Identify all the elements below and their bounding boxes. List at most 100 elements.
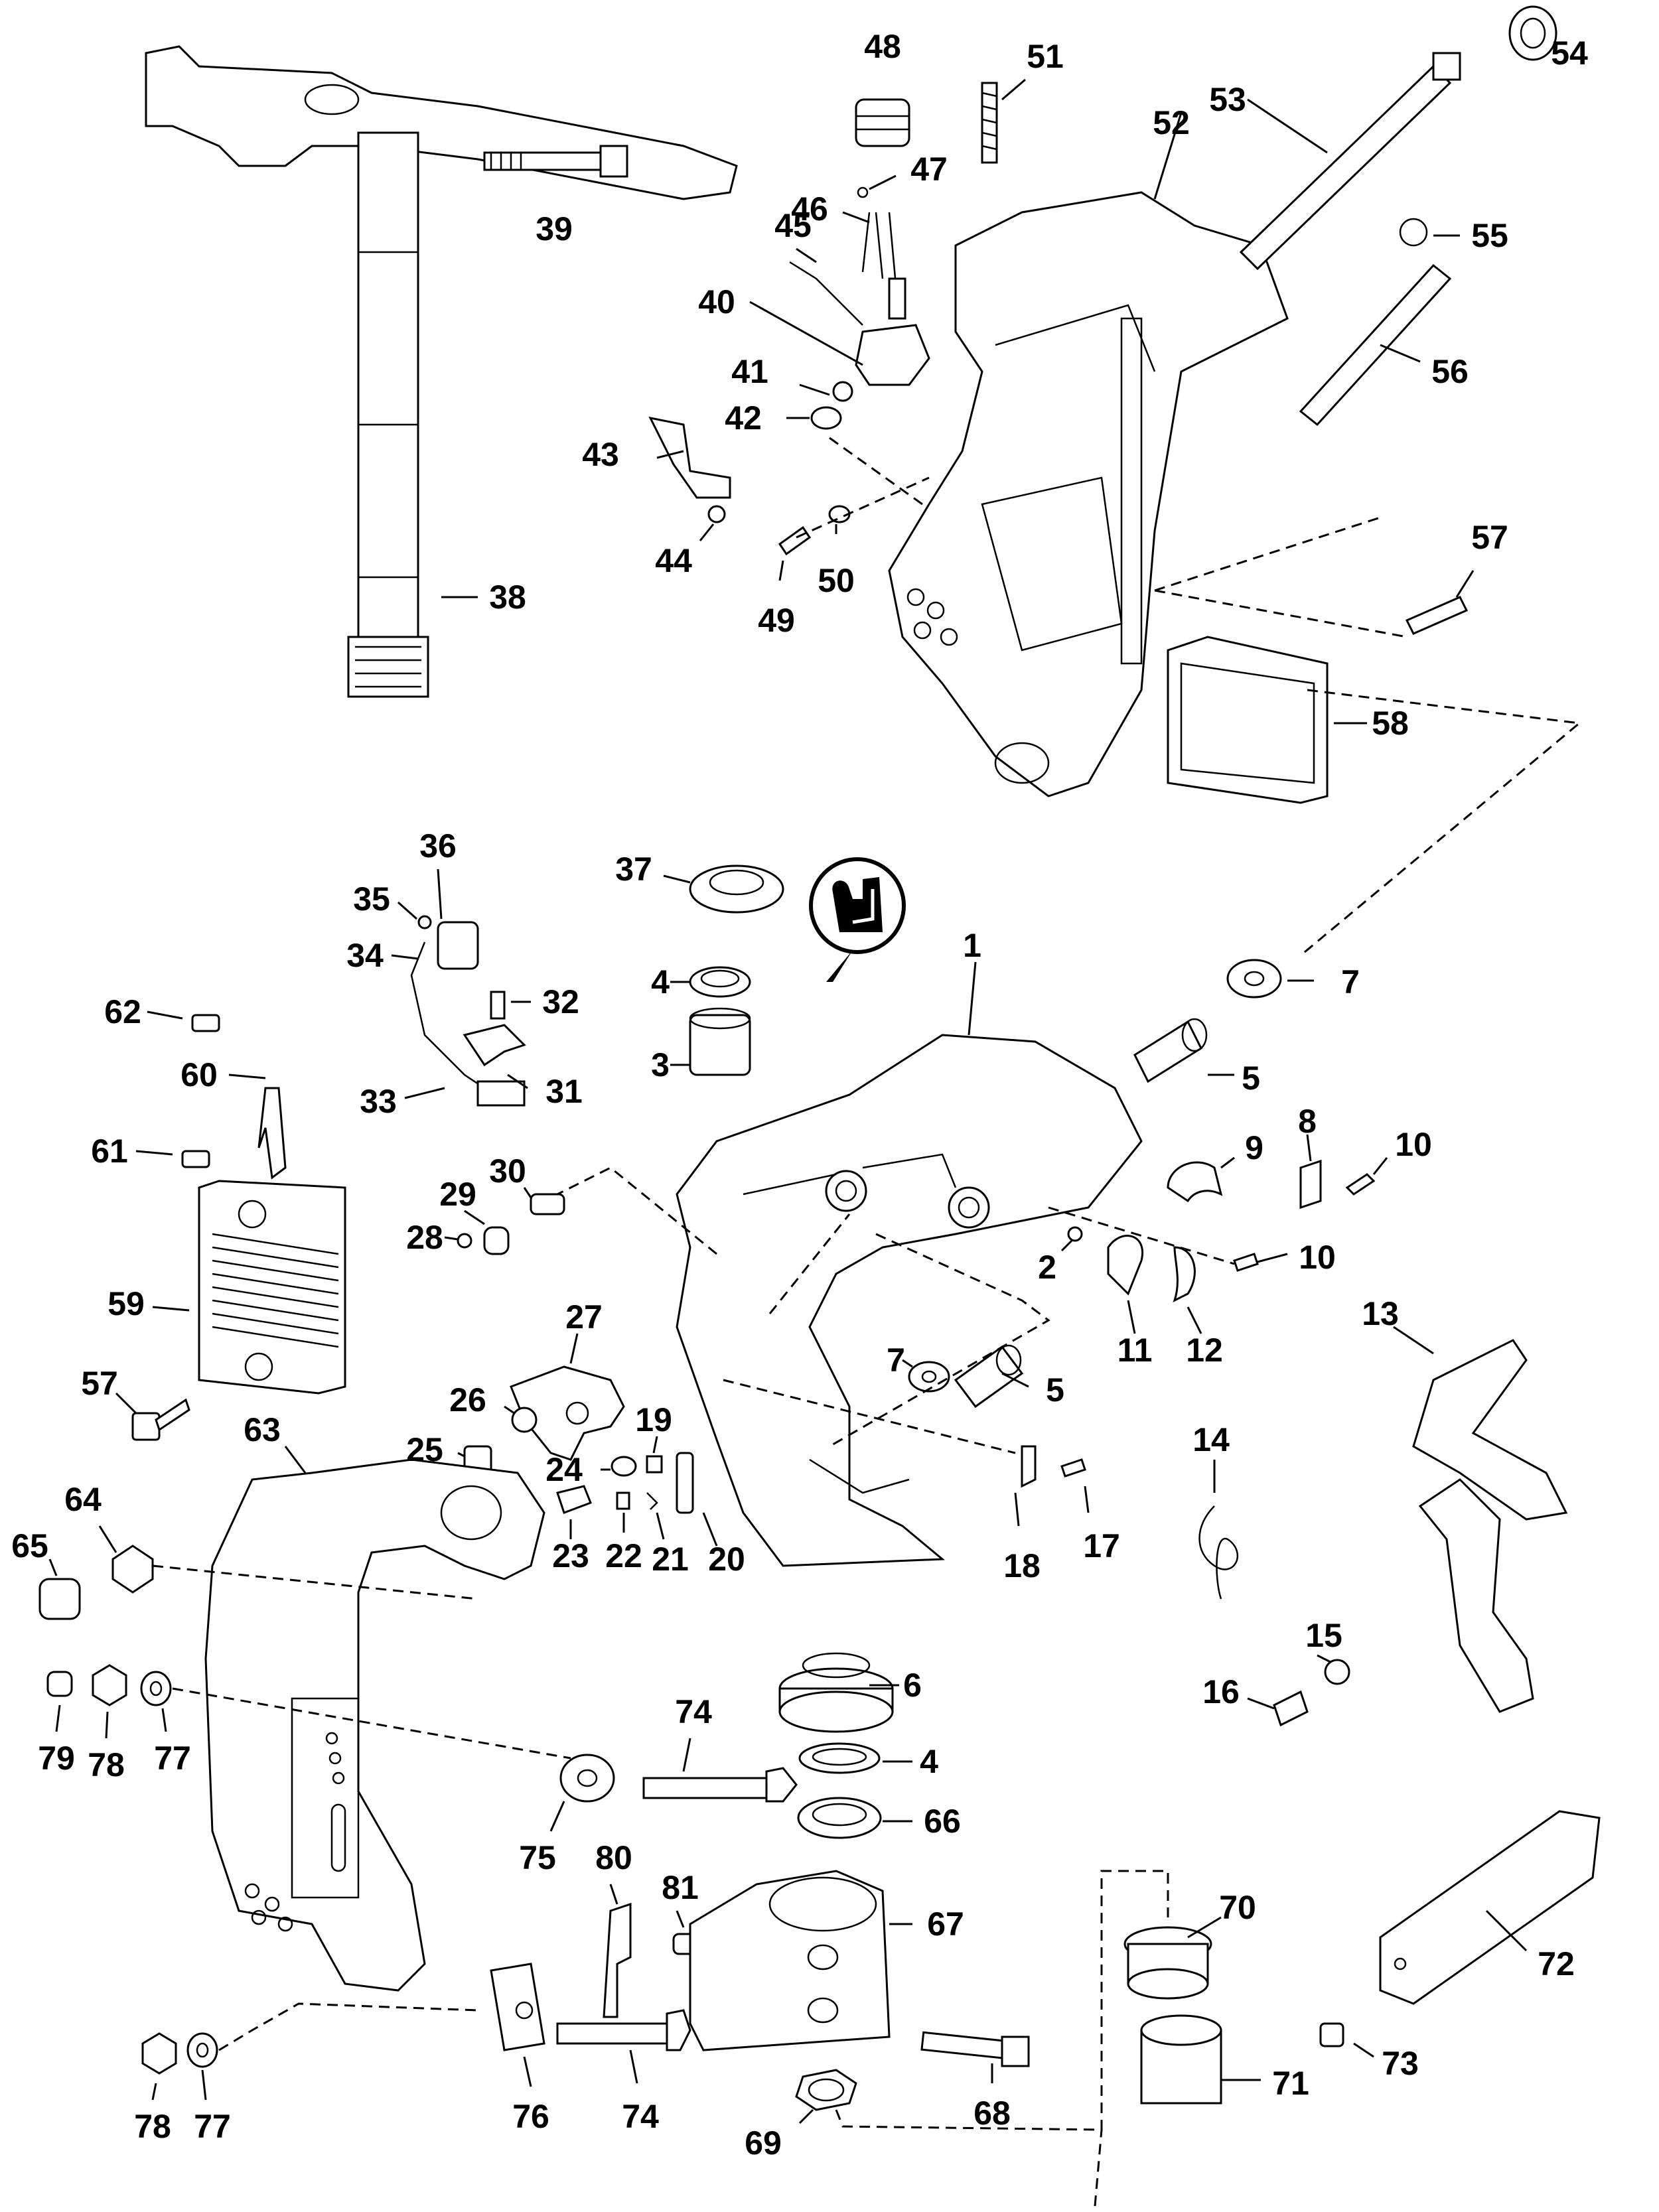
callout-label-58: 58 [1372,705,1409,742]
part-45-lead [789,261,863,326]
callout-label-74a: 74 [675,1693,712,1730]
part-39-bolt [483,145,628,178]
callout-label-13: 13 [1362,1295,1399,1332]
part-74-bolt-upper [642,1767,798,1803]
callout-label-11: 11 [1117,1332,1153,1369]
part-63-stern-bracket [204,1458,545,1992]
part-12-cam [1173,1246,1196,1302]
part-4-bushing-lower [798,1742,881,1774]
callout-label-56: 56 [1431,353,1469,390]
part-21-spring [646,1492,658,1510]
callout-label-48: 48 [864,28,901,65]
part-7-washer-lower [908,1361,950,1393]
callout-label-17: 17 [1083,1527,1120,1564]
grease-lubricant-icon [809,857,906,982]
callout-label-57a: 57 [1471,519,1508,556]
part-72-block [1379,1810,1601,2005]
callout-label-65: 65 [11,1527,48,1564]
part-46-wires [861,212,906,320]
part-34-harness [410,941,526,1107]
part-20-link [676,1452,694,1514]
part-14-spring [1198,1505,1239,1600]
callout-label-5b: 5 [1046,1371,1064,1409]
part-3-bushing [689,1007,751,1076]
part-9-clip [1167,1161,1223,1203]
part-58-anode-frame [1167,636,1329,804]
callout-label-1: 1 [963,927,981,964]
part-31-clip [463,1024,526,1067]
callout-label-18: 18 [1003,1547,1041,1584]
callout-label-30: 30 [489,1152,526,1190]
callout-label-5a: 5 [1242,1060,1260,1097]
part-4-bushing-upper [689,966,751,998]
callout-label-7a: 7 [1341,963,1360,1001]
callout-label-22: 22 [605,1537,642,1574]
part-43-lever [648,416,731,499]
part-57-bolt-upper [1405,596,1469,635]
callout-label-77a: 77 [154,1740,191,1777]
callout-label-15: 15 [1305,1617,1342,1654]
callout-label-25: 25 [406,1431,443,1468]
part-2-screw [1067,1226,1083,1242]
callout-label-77b: 77 [194,2108,231,2145]
callout-label-21: 21 [652,1541,689,1578]
part-24-washer [611,1456,637,1477]
part-5-bushing-upper [1133,1018,1208,1083]
callout-label-55: 55 [1471,217,1508,254]
part-70-mount [1123,1926,1212,2000]
part-79-bushing [46,1671,73,1697]
callout-label-32: 32 [542,983,579,1020]
part-5-bushing-lower [954,1344,1024,1409]
callout-label-41: 41 [731,353,768,390]
part-38-steering-arm [145,45,738,698]
part-71-spacer [1140,2014,1222,2105]
callout-label-57b: 57 [81,1365,118,1402]
part-67-yoke [689,1870,891,2051]
callout-label-28: 28 [406,1219,443,1256]
part-28-ball [457,1233,472,1249]
part-68-bolt [920,2031,1030,2067]
callout-label-6: 6 [903,1667,922,1704]
part-55-retaining-ring [1399,218,1428,247]
callout-label-10a: 10 [1395,1126,1432,1163]
callout-label-38: 38 [489,579,526,616]
part-51-spring [981,82,998,164]
part-11-cam [1107,1235,1144,1296]
part-77-washer-upper [140,1671,172,1706]
callout-label-75: 75 [519,1839,556,1876]
part-10-screw-upper [1345,1173,1376,1196]
callout-label-78b: 78 [134,2108,171,2145]
part-59-cover [198,1180,346,1395]
part-30-spring [530,1193,565,1215]
part-78-nut-upper [92,1664,127,1706]
part-16-bolt [1273,1690,1309,1727]
part-62-screw [191,1014,220,1032]
part-42-spring [810,406,842,430]
callout-label-4a: 4 [651,963,670,1001]
callout-label-39: 39 [536,210,573,247]
part-49-screw [778,525,812,556]
callout-label-36: 36 [419,827,457,864]
part-17-screw [1060,1458,1086,1478]
callout-label-64: 64 [64,1481,102,1518]
callout-label-70: 70 [1219,1889,1256,1926]
part-48-connector [855,98,910,147]
callout-label-66: 66 [924,1803,961,1840]
callout-label-78a: 78 [88,1746,125,1783]
part-53-tilt-tube [1239,52,1461,271]
part-52-swivel-bracket [888,191,1289,797]
callout-label-27: 27 [565,1298,603,1336]
callout-label-26: 26 [449,1381,486,1418]
part-7-washer-upper [1226,959,1282,999]
callout-label-10b: 10 [1299,1239,1336,1276]
part-54-end-cap [1508,5,1557,61]
callout-label-47: 47 [910,151,948,188]
callout-label-73: 73 [1382,2045,1419,2082]
callout-label-54: 54 [1551,35,1588,72]
part-22-screw [616,1491,630,1510]
callout-label-80: 80 [595,1839,632,1876]
part-36-plug [437,921,479,970]
part-6-bearing [778,1652,894,1733]
part-15-nut [1324,1659,1350,1685]
